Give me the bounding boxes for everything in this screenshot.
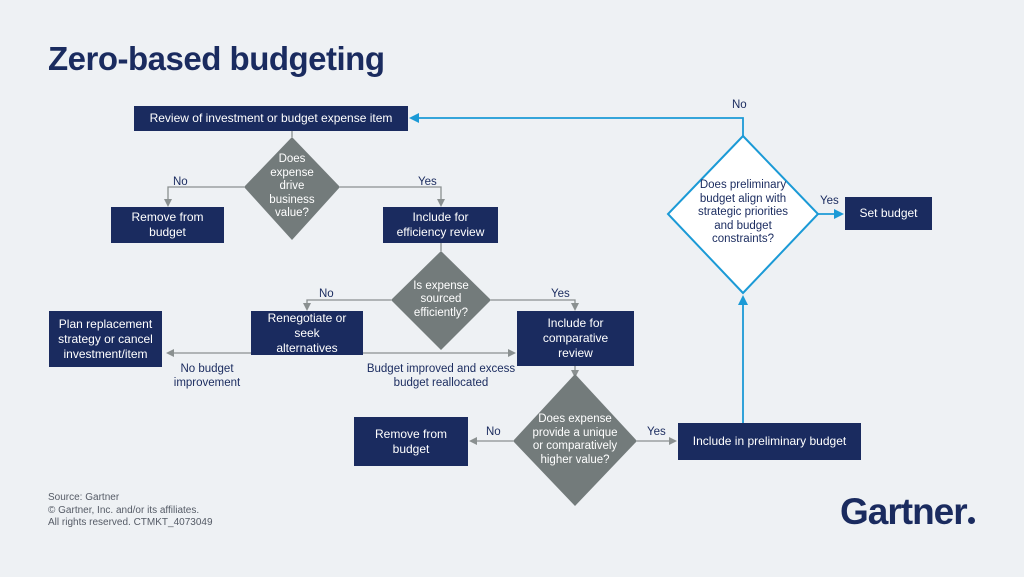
label-yes-d4: Yes — [820, 195, 839, 207]
footer-source: Source: Gartner © Gartner, Inc. and/or i… — [48, 492, 213, 530]
box-remove-from-budget-bottom: Remove from budget — [354, 417, 468, 466]
connector-d1-no — [164, 186, 244, 207]
box-review-item: Review of investment or budget expense i… — [134, 106, 408, 131]
diamond-sourced-shape — [391, 251, 491, 350]
label-no-d3: No — [486, 426, 501, 438]
box-set-budget: Set budget — [845, 197, 932, 230]
label-yes-d1: Yes — [418, 176, 437, 188]
label-no-d2: No — [319, 288, 334, 300]
diamond-unique-value-text: Does expense provide a unique or compara… — [532, 413, 618, 466]
diamond-align-shape — [666, 134, 820, 295]
box-renegotiate: Renegotiate or seek alternatives — [251, 311, 363, 355]
box-include-efficiency-review: Include for efficiency review — [383, 207, 498, 243]
connector-d2-yes — [491, 299, 579, 311]
diamond-drive-value-shape — [244, 137, 340, 240]
gartner-logo: Gartner — [840, 491, 975, 533]
connector-d4-no — [409, 113, 744, 136]
footer-rights-line: All rights reserved. CTMKT_4073049 — [48, 517, 213, 528]
box-plan-replacement: Plan replacement strategy or cancel inve… — [49, 311, 162, 367]
footer-source-line: Source: Gartner — [48, 492, 120, 503]
label-yes-d3: Yes — [647, 426, 666, 438]
diamond-align-text: Does preliminary budget align with strat… — [697, 179, 789, 246]
connector-d2-no — [303, 299, 391, 311]
connector-d1-yes — [340, 186, 445, 207]
footer-copyright-line: © Gartner, Inc. and/or its affiliates. — [48, 504, 200, 516]
label-no-d4: No — [732, 99, 747, 111]
page-title: Zero-based budgeting — [48, 40, 385, 77]
label-no-d1: No — [173, 176, 188, 188]
logo-dot — [967, 517, 975, 524]
box-include-preliminary-budget: Include in preliminary budget — [678, 423, 861, 460]
gartner-logo-text: Gartner — [840, 491, 968, 532]
label-no-budget-improvement: No budget improvement — [173, 363, 241, 389]
label-yes-d2: Yes — [551, 288, 570, 300]
box-include-comparative-review: Include for comparative review — [517, 311, 634, 366]
label-budget-improved: Budget improved and excess budget reallo… — [366, 363, 516, 389]
diamond-drive-value-text: Does expense drive business value? — [269, 153, 315, 220]
diamond-sourced-text: Is expense sourced efficiently? — [413, 279, 469, 319]
box-remove-from-budget-top: Remove from budget — [111, 207, 224, 243]
diamond-unique-value-shape — [513, 374, 637, 506]
